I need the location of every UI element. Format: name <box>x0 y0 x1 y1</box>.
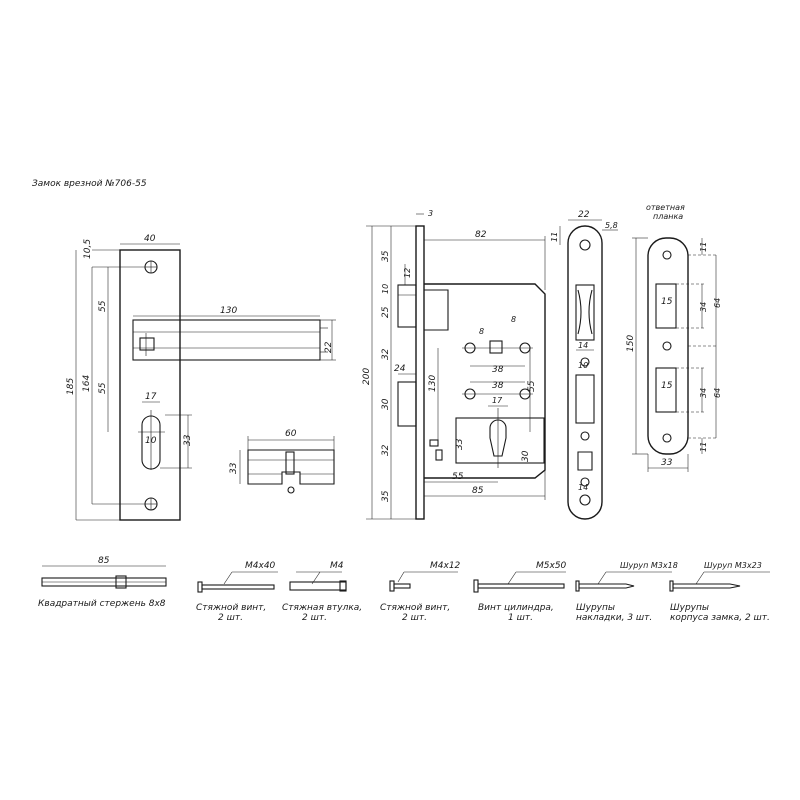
part-3-spec: M4 <box>330 561 344 571</box>
dim-lock-24: 24 <box>394 364 406 374</box>
dim-lock-33: 33 <box>455 438 465 450</box>
dim-cyl-10: 10 <box>145 436 157 446</box>
part-6-caption1: Шурупы <box>576 603 615 613</box>
part-2-caption1: Стяжной винт, <box>196 603 266 613</box>
part-1-spec: 85 <box>98 556 110 566</box>
dim-cylinder-33: 33 <box>229 462 239 474</box>
dim-handle-top: 10,5 <box>83 239 93 259</box>
part-sleeve-m4: M4 Стяжная втулка, 2 шт. <box>282 561 362 623</box>
dim-face-11: 11 <box>550 232 559 242</box>
dim-lock-35b: 35 <box>381 490 391 502</box>
dim-lock-30: 30 <box>381 398 391 410</box>
cylinder-view: 60 33 <box>229 429 335 494</box>
dim-lock-35a: 35 <box>381 250 391 262</box>
dim-lock-130: 130 <box>428 375 438 392</box>
dim-face-14a: 14 <box>578 341 588 350</box>
part-screw-m4x40: M4x40 Стяжной винт, 2 шт. <box>196 561 278 623</box>
dim-strike-11b: 11 <box>699 442 708 452</box>
part-6-spec: Шуруп М3х18 <box>620 561 678 570</box>
part-screw-m5x50: M5x50 Винт цилиндра, 1 шт. <box>473 561 567 623</box>
dim-face-58: 5,8 <box>605 221 618 230</box>
dim-lever-22: 22 <box>324 341 334 353</box>
strike-title-1: ответная <box>646 203 685 212</box>
part-1-caption: Квадратный стержень 8х8 <box>38 599 166 609</box>
part-7-caption2: корпуса замка, 2 шт. <box>670 613 770 623</box>
dim-cyl-33: 33 <box>183 434 193 446</box>
part-4-spec: M4x12 <box>430 561 461 571</box>
dim-strike-15a: 15 <box>661 297 673 307</box>
part-6-caption2: накладки, 3 шт. <box>576 613 652 623</box>
strike-title-2: планка <box>653 212 683 221</box>
part-square-rod: 85 Квадратный стержень 8х8 <box>38 556 167 609</box>
dim-strike-11a: 11 <box>699 242 708 252</box>
parts-row: 85 Квадратный стержень 8х8 M4x40 Стяжной… <box>38 556 770 623</box>
dim-lock-55v: 55 <box>527 380 537 392</box>
strike-plate-view: ответная планка 15 15 11 34 64 34 64 11 … <box>626 203 722 472</box>
part-7-spec: Шуруп М3х23 <box>704 561 762 570</box>
dim-lock-8a: 8 <box>479 327 484 336</box>
dim-face-22: 22 <box>578 210 590 220</box>
dim-lock-10: 10 <box>381 284 390 294</box>
part-7-caption1: Шурупы <box>670 603 709 613</box>
dim-strike-34b: 34 <box>699 388 708 398</box>
part-5-caption1: Винт цилиндра, <box>478 603 554 613</box>
dim-handle-164: 164 <box>82 375 92 392</box>
dim-cyl-17: 17 <box>145 392 157 402</box>
part-2-caption2: 2 шт. <box>218 613 243 623</box>
dim-lock-32b: 32 <box>381 444 391 456</box>
part-4-caption1: Стяжной винт, <box>380 603 450 613</box>
dim-strike-15b: 15 <box>661 381 673 391</box>
dim-strike-33: 33 <box>661 458 673 468</box>
part-3-caption2: 2 шт. <box>302 613 327 623</box>
part-woodscrew-m3x23: Шуруп М3х23 Шурупы корпуса замка, 2 шт. <box>669 561 770 623</box>
part-2-spec: M4x40 <box>245 561 276 571</box>
dim-lock-3: 3 <box>428 209 433 218</box>
dim-face-10: 10 <box>578 361 588 370</box>
dim-handle-55a: 55 <box>98 300 108 312</box>
dim-cylinder-60: 60 <box>285 429 297 439</box>
faceplate-view: 22 5,8 11 14 10 14 <box>550 210 618 520</box>
dim-handle-55b: 55 <box>98 382 108 394</box>
part-5-caption2: 1 шт. <box>508 613 533 623</box>
dim-strike-64b: 64 <box>713 388 722 398</box>
dim-lock-30b: 30 <box>521 450 531 462</box>
lock-body-view: 3 82 35 10 12 25 32 30 24 32 35 200 130 … <box>362 209 546 520</box>
part-woodscrew-m3x18: Шуруп М3х18 Шурупы накладки, 3 шт. <box>575 561 678 623</box>
dim-lock-38b: 38 <box>492 381 504 391</box>
part-4-caption2: 2 шт. <box>402 613 427 623</box>
dim-strike-64a: 64 <box>713 298 722 308</box>
part-3-caption1: Стяжная втулка, <box>282 603 362 613</box>
dim-lock-200: 200 <box>362 368 372 385</box>
dim-lock-32a: 32 <box>381 348 391 360</box>
dim-strike-34a: 34 <box>699 302 708 312</box>
dim-lock-17: 17 <box>492 396 503 405</box>
dim-handle-185: 185 <box>66 378 76 395</box>
dim-lock-12: 12 <box>403 268 412 278</box>
handle-view: 40 10,5 185 164 55 55 130 22 17 10 33 <box>66 234 336 521</box>
dim-lever-130: 130 <box>220 306 237 316</box>
part-5-spec: M5x50 <box>536 561 567 571</box>
dim-lock-55h: 55 <box>452 472 464 482</box>
dim-lock-25: 25 <box>381 306 391 318</box>
dim-face-14b: 14 <box>578 483 588 492</box>
dim-lock-85: 85 <box>472 486 484 496</box>
part-screw-m4x12: M4x12 Стяжной винт, 2 шт. <box>380 561 461 623</box>
dim-handle-width: 40 <box>144 234 156 244</box>
dim-lock-8b: 8 <box>511 315 516 324</box>
drawing-title: Замок врезной №706-55 <box>32 179 147 189</box>
dim-lock-38a: 38 <box>492 365 504 375</box>
dim-lock-82: 82 <box>475 230 487 240</box>
dim-strike-150: 150 <box>626 335 636 352</box>
